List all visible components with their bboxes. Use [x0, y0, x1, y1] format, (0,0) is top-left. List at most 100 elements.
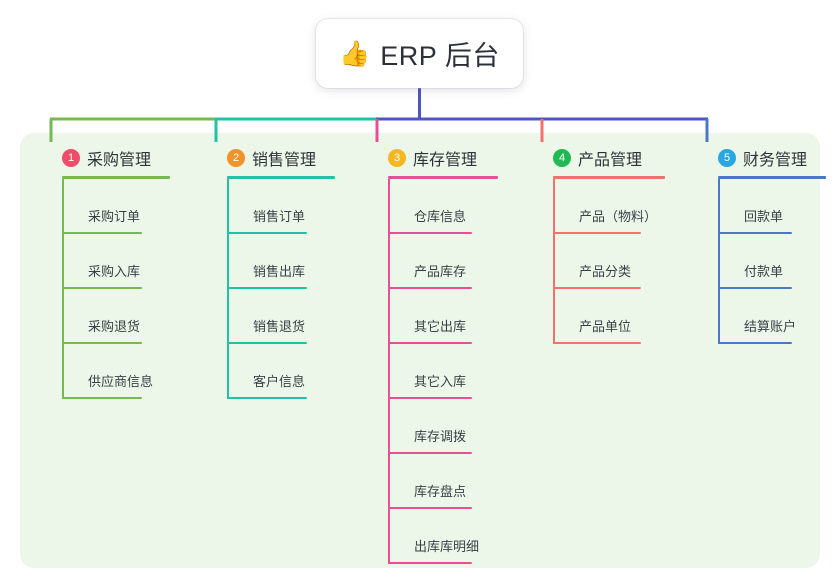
leaf-node-label: 销售退货: [253, 319, 306, 334]
leaf-node-underline: [718, 287, 792, 289]
column-header-2[interactable]: 2 销售管理: [205, 146, 365, 170]
column-items-3: 仓库信息产品库存其它出库其它入库库存调拨库存盘点出库库明细: [388, 179, 526, 564]
leaf-node-underline: [62, 397, 142, 399]
leaf-node-label: 其它入库: [414, 374, 467, 389]
leaf-node-label: 产品（物料）: [579, 209, 658, 224]
diagram-panel: [20, 133, 820, 568]
leaf-node[interactable]: 付款单: [718, 234, 836, 289]
leaf-node-label: 供应商信息: [88, 374, 154, 389]
leaf-node-label: 库存调拨: [414, 429, 467, 444]
leaf-node-label: 库存盘点: [414, 484, 467, 499]
leaf-node-label: 出库库明细: [414, 539, 480, 554]
column-items-1: 采购订单采购入库采购退货供应商信息: [62, 179, 200, 399]
leaf-node-underline: [388, 232, 472, 234]
leaf-node-underline: [718, 232, 792, 234]
leaf-node-underline: [388, 287, 472, 289]
root-node-title: ERP 后台: [380, 41, 500, 71]
column-header-4[interactable]: 4 产品管理: [531, 146, 691, 170]
column-5: 5 财务管理回款单付款单结算账户: [696, 146, 836, 344]
leaf-node[interactable]: 结算账户: [718, 289, 836, 344]
column-badge-1: 1: [62, 149, 80, 167]
column-underline-4: [553, 176, 665, 179]
leaf-node-underline: [718, 342, 792, 344]
column-header-5[interactable]: 5 财务管理: [696, 146, 836, 170]
column-underline-3: [388, 176, 498, 179]
leaf-node-underline: [227, 287, 307, 289]
leaf-node-label: 付款单: [744, 264, 784, 279]
leaf-node-label: 仓库信息: [414, 209, 467, 224]
leaf-node[interactable]: 客户信息: [227, 344, 365, 399]
leaf-node[interactable]: 产品（物料）: [553, 179, 691, 234]
column-underline-1: [62, 176, 170, 179]
column-badge-4: 4: [553, 149, 571, 167]
column-title-2: 销售管理: [252, 152, 317, 169]
leaf-node-label: 产品单位: [579, 319, 632, 334]
leaf-node[interactable]: 采购订单: [62, 179, 200, 234]
leaf-node-underline: [62, 287, 142, 289]
leaf-node-label: 回款单: [744, 209, 784, 224]
leaf-node-label: 销售订单: [253, 209, 306, 224]
column-title-5: 财务管理: [743, 152, 808, 169]
column-trunk-4: [553, 179, 555, 344]
column-badge-5: 5: [718, 149, 736, 167]
leaf-node[interactable]: 产品分类: [553, 234, 691, 289]
leaf-node-underline: [553, 232, 641, 234]
column-title-3: 库存管理: [413, 152, 478, 169]
column-trunk-3: [388, 179, 390, 564]
column-items-5: 回款单付款单结算账户: [718, 179, 836, 344]
leaf-node[interactable]: 其它入库: [388, 344, 526, 399]
leaf-node-label: 产品库存: [414, 264, 467, 279]
leaf-node[interactable]: 销售退货: [227, 289, 365, 344]
column-1: 1 采购管理采购订单采购入库采购退货供应商信息: [40, 146, 200, 399]
column-underline-5: [718, 176, 826, 179]
column-badge-2: 2: [227, 149, 245, 167]
root-node-erp[interactable]: 👍 ERP 后台: [316, 19, 523, 88]
leaf-node-underline: [388, 452, 472, 454]
leaf-node-label: 销售出库: [253, 264, 306, 279]
leaf-node-underline: [227, 342, 307, 344]
leaf-node[interactable]: 其它出库: [388, 289, 526, 344]
column-4: 4 产品管理产品（物料） 产品分类产品单位: [531, 146, 691, 344]
leaf-node-underline: [227, 397, 307, 399]
leaf-node-label: 采购入库: [88, 264, 141, 279]
leaf-node-underline: [62, 342, 142, 344]
leaf-node[interactable]: 产品单位: [553, 289, 691, 344]
leaf-node[interactable]: 库存调拨: [388, 399, 526, 454]
column-items-2: 销售订单销售出库销售退货客户信息: [227, 179, 365, 399]
leaf-node[interactable]: 仓库信息: [388, 179, 526, 234]
thumbs-up-icon: 👍: [339, 40, 371, 68]
column-trunk-5: [718, 179, 720, 344]
leaf-node[interactable]: 采购入库: [62, 234, 200, 289]
leaf-node-underline: [388, 342, 472, 344]
leaf-node[interactable]: 销售订单: [227, 179, 365, 234]
column-header-1[interactable]: 1 采购管理: [40, 146, 200, 170]
leaf-node-label: 采购订单: [88, 209, 141, 224]
leaf-node[interactable]: 产品库存: [388, 234, 526, 289]
leaf-node-underline: [62, 232, 142, 234]
column-items-4: 产品（物料） 产品分类产品单位: [553, 179, 691, 344]
leaf-node-underline: [388, 507, 472, 509]
leaf-node-label: 采购退货: [88, 319, 141, 334]
leaf-node-underline: [227, 232, 307, 234]
column-title-1: 采购管理: [87, 152, 152, 169]
column-trunk-2: [227, 179, 229, 399]
leaf-node-underline: [553, 342, 641, 344]
leaf-node[interactable]: 库存盘点: [388, 454, 526, 509]
column-underline-2: [227, 176, 335, 179]
leaf-node[interactable]: 出库库明细: [388, 509, 526, 564]
leaf-node[interactable]: 回款单: [718, 179, 836, 234]
leaf-node-label: 客户信息: [253, 374, 306, 389]
leaf-node-label: 其它出库: [414, 319, 467, 334]
leaf-node-label: 结算账户: [744, 319, 797, 334]
column-2: 2 销售管理销售订单销售出库销售退货客户信息: [205, 146, 365, 399]
leaf-node[interactable]: 供应商信息: [62, 344, 200, 399]
column-trunk-1: [62, 179, 64, 399]
leaf-node[interactable]: 采购退货: [62, 289, 200, 344]
leaf-node[interactable]: 销售出库: [227, 234, 365, 289]
column-title-4: 产品管理: [578, 152, 643, 169]
leaf-node-underline: [553, 287, 641, 289]
root-node-content: 👍 ERP 后台: [339, 34, 500, 73]
